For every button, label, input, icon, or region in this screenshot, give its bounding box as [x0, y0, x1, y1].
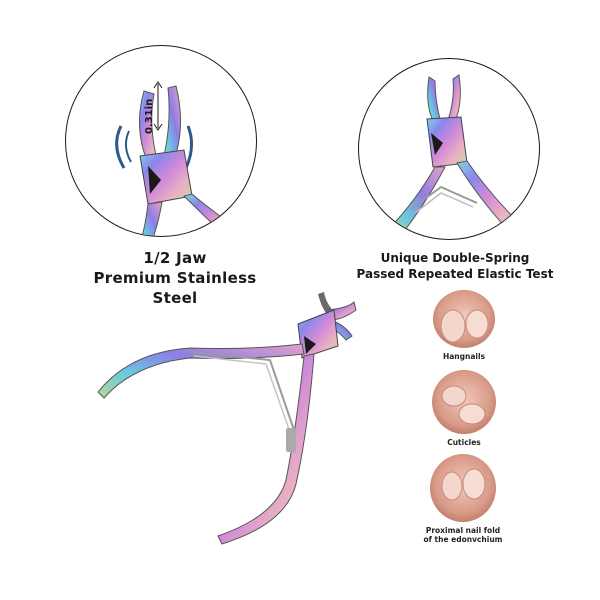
hangnails-label: Hangnails	[442, 352, 486, 361]
spring-caption-line2: Passed Repeated Elastic Test	[356, 267, 554, 281]
jaw-detail-illustration	[115, 81, 237, 236]
spring-detail-illustration	[388, 74, 520, 236]
spring-caption: Unique Double-Spring Passed Repeated Ela…	[355, 250, 555, 282]
spring-detail-circle	[358, 58, 540, 240]
spring-caption-line1: Unique Double-Spring	[380, 251, 530, 265]
jaw-caption: 1/2 Jaw Premium Stainless Steel	[80, 248, 270, 308]
proximal-nail-fold-image	[430, 454, 496, 522]
proximal-nail-fold-label: Proximal nail fold of the edonvchium	[415, 526, 511, 544]
hangnails-image	[433, 290, 495, 348]
jaw-caption-line2: Premium Stainless Steel	[93, 269, 257, 307]
cuticle-nipper-image	[90, 280, 380, 550]
proximal-nail-fold-label-line1: Proximal nail fold	[425, 526, 501, 535]
proximal-nail-fold-label-line2: of the edonvchium	[423, 535, 503, 544]
jaw-detail-circle: 0.31in	[65, 45, 257, 237]
jaw-measurement-label: 0.31in	[144, 98, 155, 134]
jaw-caption-line1: 1/2 Jaw	[143, 249, 207, 267]
cuticles-label: Cuticles	[447, 438, 481, 447]
cuticles-image	[432, 370, 496, 434]
